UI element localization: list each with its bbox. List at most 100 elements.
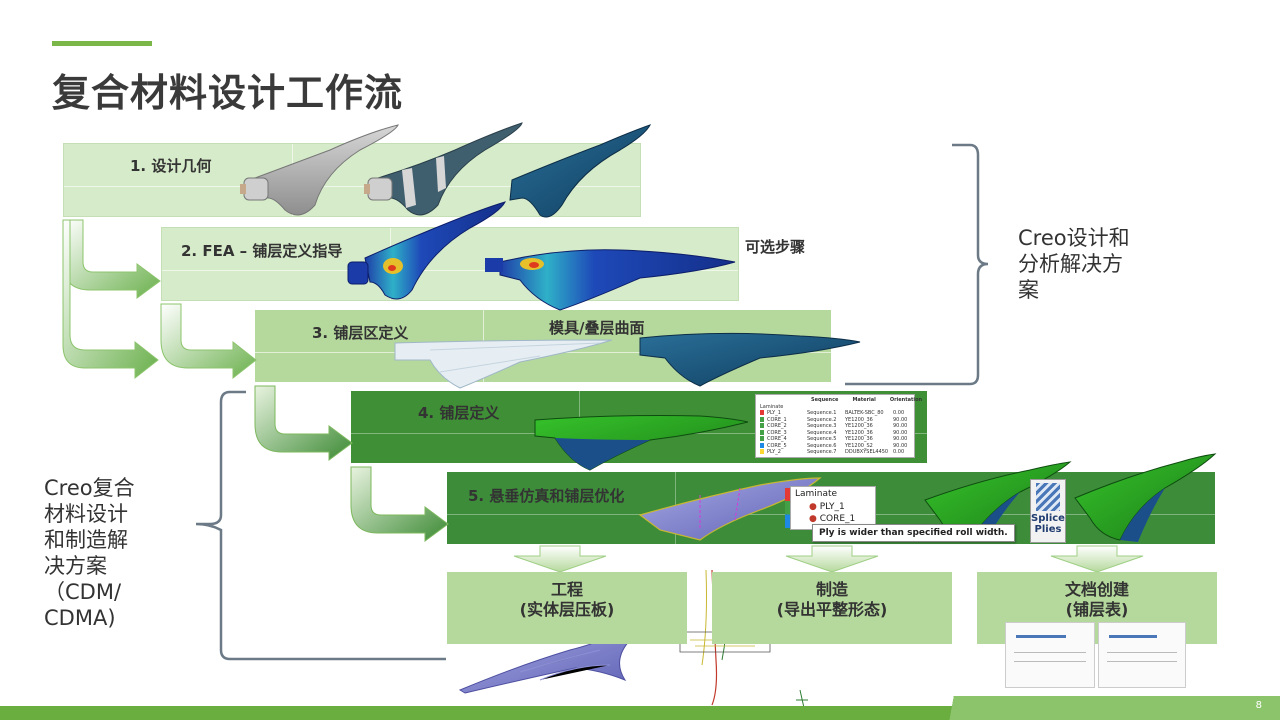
tree-item-laminate[interactable]: Laminate <box>795 489 838 499</box>
arrow-2-to-3 <box>160 303 257 380</box>
layup-table-header: Sequence Material Orientation <box>756 395 922 404</box>
table-row[interactable]: PLY_2 Sequence.7 DDUBXYSEL4450 0.00 <box>756 449 914 456</box>
splice-label-line-1: Splice <box>1031 513 1065 524</box>
blade-grey-model <box>240 124 399 216</box>
splice-icon <box>1036 483 1060 511</box>
table-cell: Sequence.3 <box>807 423 837 429</box>
tree-item-core-1[interactable]: ● CORE_1 <box>791 513 875 525</box>
blade-mold-surface <box>639 332 861 387</box>
right-brace-text: Creo设计和 分析解决方 案 <box>1018 225 1130 303</box>
table-cell: Sequence.7 <box>807 449 837 455</box>
table-cell: CORE_5 <box>767 442 787 449</box>
down-arrow-documentation <box>1050 545 1144 573</box>
splice-plies-button[interactable]: Splice Plies <box>1030 479 1066 543</box>
step-5-label: 5. 悬垂仿真和铺层优化 <box>468 487 625 505</box>
table-row[interactable]: PLY_1 Sequence.1 BALTEK-SBC_80 0.00 <box>756 410 914 417</box>
table-cell: CORE_1 <box>767 416 787 423</box>
output-engineering: 工程 (实体层压板) <box>447 572 687 644</box>
blade-navy-surface <box>509 124 651 218</box>
table-cell: 90.00 <box>893 416 908 423</box>
step-3-label: 3. 铺层区定义 <box>312 324 409 342</box>
blade-fea-1 <box>347 201 506 300</box>
title-accent-line <box>52 41 152 46</box>
ply-color-swatch <box>760 416 764 422</box>
table-row[interactable]: CORE_2 Sequence.3 YE1200_36 90.00 <box>756 423 914 430</box>
table-header-sequence: Sequence <box>811 397 839 403</box>
tree-item-ply-1[interactable]: ● PLY_1 <box>791 501 875 513</box>
ply-table-thumbnail-2 <box>1098 622 1186 688</box>
blade-green-plies-2 <box>1074 453 1217 542</box>
table-row[interactable]: CORE_1 Sequence.2 YE1200_36 90.00 <box>756 416 914 424</box>
table-cell: BALTEK-SBC_80 <box>845 410 884 416</box>
warning-icon: ● <box>809 502 817 512</box>
output-manufacturing: 制造 (导出平整形态) <box>712 572 952 644</box>
splice-label-line-2: Plies <box>1034 524 1062 535</box>
blade-ply-definition <box>534 415 749 471</box>
ply-color-swatch <box>760 410 764 415</box>
table-cell: PLY_2 <box>767 449 781 455</box>
table-cell: YE1200_36 <box>845 423 873 429</box>
table-cell: 90.00 <box>893 423 908 429</box>
ply-color-swatch <box>760 423 764 428</box>
ply-color-swatch <box>760 442 764 448</box>
laminate-tree-panel: Laminate ● PLY_1 ● CORE_1 <box>790 486 876 530</box>
table-cell: YE1200_S2 <box>845 442 873 449</box>
table-cell: Sequence.1 <box>807 410 837 416</box>
color-legend-strip <box>785 488 790 528</box>
right-brace-text-line: 案 <box>1018 278 1039 302</box>
down-arrow-engineering <box>513 545 607 573</box>
blade-spar-model <box>364 122 523 216</box>
table-header-orientation: Orientation <box>889 397 923 403</box>
mold-surface-label: 模具/叠层曲面 <box>549 319 645 337</box>
ply-color-swatch <box>760 449 764 454</box>
table-cell: CORE_3 <box>767 429 787 436</box>
table-cell: YE1200_36 <box>845 416 873 423</box>
left-brace-text-line: （CDM/ <box>44 580 122 604</box>
left-brace-text-line: Creo复合 <box>44 476 135 500</box>
page-number: 8 <box>1255 700 1262 711</box>
table-cell: 90.00 <box>893 436 908 442</box>
blade-ply-zone-outline <box>394 339 613 389</box>
table-cell: 90.00 <box>893 442 908 449</box>
tree-item-ply-1-label: PLY_1 <box>819 502 845 512</box>
left-brace-text: Creo复合 材料设计 和制造解 决方案 （CDM/ CDMA) <box>44 475 135 631</box>
right-brace <box>845 143 989 386</box>
table-cell: Sequence.2 <box>807 416 837 423</box>
right-brace-text-line: Creo设计和 <box>1018 226 1130 250</box>
blade-fea-2 <box>485 249 736 311</box>
output-manufacturing-subtitle: (导出平整形态) <box>776 600 888 619</box>
down-arrow-manufacturing <box>785 545 879 573</box>
table-cell: 0.00 <box>893 410 905 416</box>
roll-width-tooltip: Ply is wider than specified roll width. <box>812 524 1015 542</box>
table-cell: CORE_2 <box>767 423 787 429</box>
table-cell: DDUBXYSEL4450 <box>845 449 889 455</box>
left-brace-text-line: 材料设计 <box>44 502 128 526</box>
arrow-4-to-5 <box>350 466 449 542</box>
warning-icon: ● <box>809 514 817 524</box>
table-cell: CORE_4 <box>767 436 787 442</box>
ply-color-swatch <box>760 436 764 441</box>
table-row[interactable]: CORE_5 Sequence.6 YE1200_S2 90.00 <box>756 442 914 450</box>
table-cell: Sequence.6 <box>807 442 837 449</box>
step-4-label: 4. 铺层定义 <box>418 404 500 422</box>
layup-table-panel: Sequence Material Orientation Laminate P… <box>755 394 922 458</box>
optional-step-label: 可选步骤 <box>745 238 806 256</box>
table-cell: 0.00 <box>893 449 905 455</box>
output-engineering-title: 工程 <box>550 580 583 599</box>
arrow-3-to-4 <box>254 385 353 461</box>
arrow-1-to-3 <box>62 219 159 380</box>
output-manufacturing-title: 制造 <box>815 580 848 599</box>
left-brace-text-line: 决方案 <box>44 554 107 578</box>
output-engineering-subtitle: (实体层压板) <box>519 600 615 619</box>
table-cell: YE1200_36 <box>845 429 873 436</box>
table-cell: PLY_1 <box>767 410 781 416</box>
layup-table-root: Laminate <box>760 404 784 410</box>
table-cell: YE1200_36 <box>845 436 873 442</box>
ply-color-swatch <box>760 429 764 435</box>
page-title: 复合材料设计工作流 <box>52 71 404 115</box>
step-1-label: 1. 设计几何 <box>130 157 212 175</box>
